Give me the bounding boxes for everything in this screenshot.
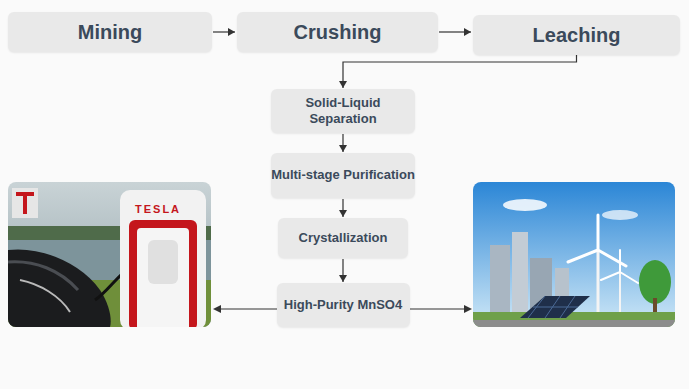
arrow-head (339, 275, 347, 282)
process-box: Leaching (473, 15, 680, 55)
step-label: Leaching (533, 24, 621, 47)
flow-line (343, 55, 577, 88)
flow-arrow (439, 28, 471, 36)
step-label: Crushing (294, 21, 382, 44)
arrow-head (464, 28, 471, 36)
process-box: Multi-stage Purification (271, 153, 415, 198)
arrow-head (339, 210, 347, 217)
process-box: Mining (8, 12, 212, 52)
step-label: High-Purity MnSO4 (284, 297, 402, 313)
process-box: Solid-Liquid Separation (271, 89, 415, 133)
brand-sign: TESLA (135, 203, 181, 215)
process-box: Crushing (237, 12, 438, 52)
step-label: Multi-stage Purification (271, 167, 415, 183)
arrow-head (339, 145, 347, 152)
process-box: High-Purity MnSO4 (277, 283, 410, 327)
process-box: Crystallization (278, 218, 408, 258)
step-label: Mining (78, 21, 142, 44)
flow-arrow (339, 55, 577, 88)
flow-arrow (339, 134, 347, 152)
flow-arrow (339, 199, 347, 217)
step-label: Crystallization (299, 230, 388, 246)
flow-arrow (339, 259, 347, 282)
ev-charging-photo (8, 182, 211, 327)
arrow-head (228, 28, 235, 36)
flow-arrow (213, 28, 235, 36)
step-label: Solid-Liquid Separation (271, 95, 415, 128)
arrow-head (339, 81, 347, 88)
renewable-city-photo (473, 182, 675, 327)
